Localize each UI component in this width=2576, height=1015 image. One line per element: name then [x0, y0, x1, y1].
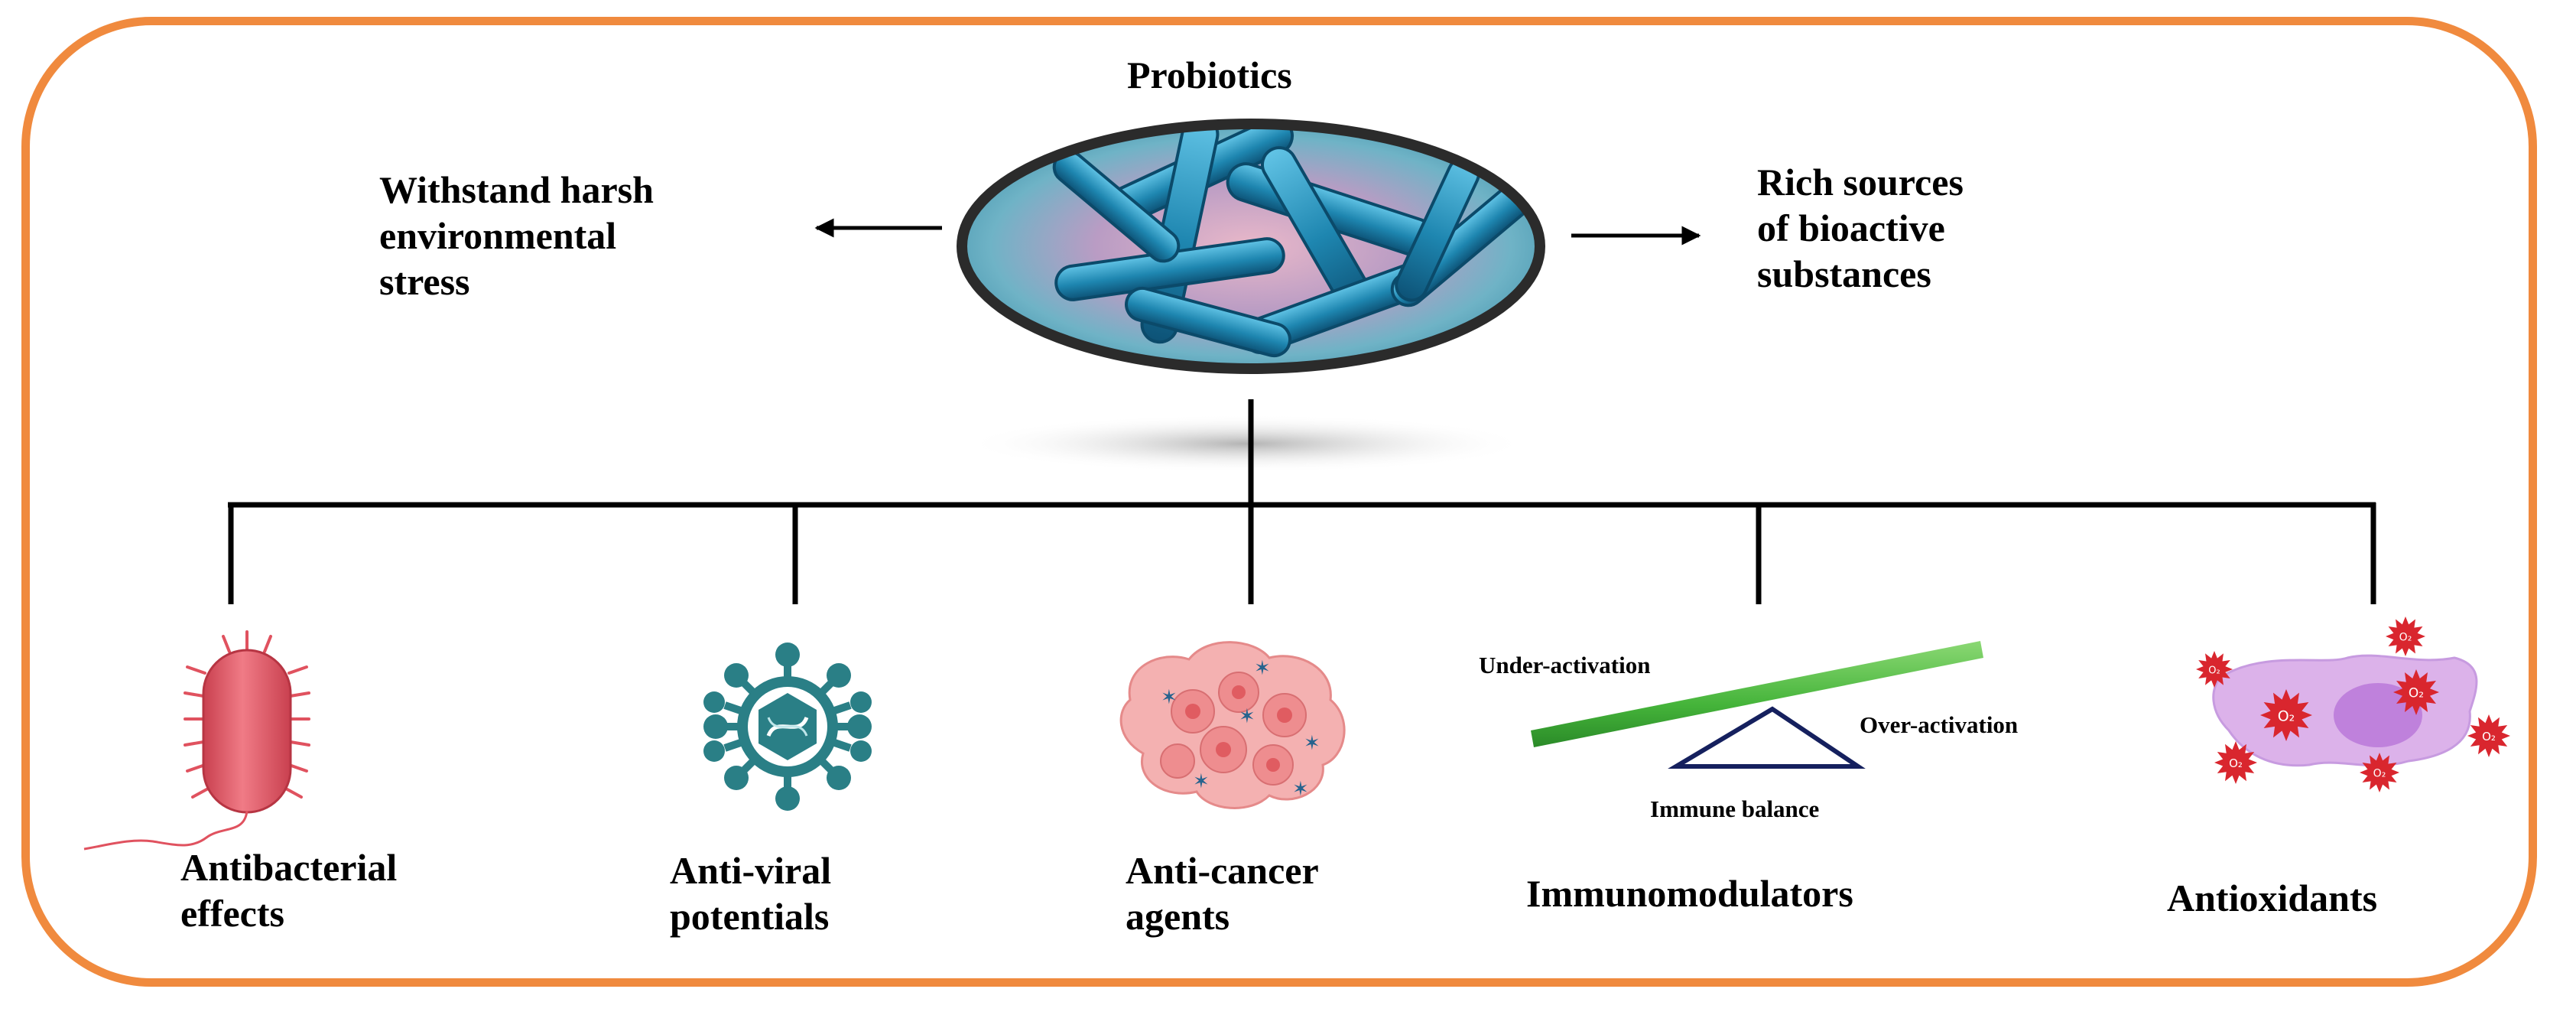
svg-text:✶: ✶: [1292, 778, 1309, 801]
svg-text:✶: ✶: [1193, 770, 1210, 793]
ros-burst-icon: [2393, 669, 2439, 715]
branch-connector: [228, 399, 2376, 604]
probiotics-lens: [957, 119, 1545, 473]
branch-label-antibacterial-1: Antibacterial: [180, 846, 398, 889]
ros-label: O₂: [2409, 686, 2424, 701]
branch-label-antiviral-1: Anti-viral: [670, 849, 832, 892]
branch-label-antioxidant: Antioxidants: [2167, 877, 2378, 919]
balance-scale-icon: [1531, 641, 1983, 769]
over-activation-label: Over-activation: [1860, 711, 2019, 738]
left-text-line-2: environmental: [379, 214, 617, 257]
ros-markers: O₂ O₂ O₂ O₂ O₂ O₂ O₂: [2196, 616, 2510, 792]
branch-label-anticancer-1: Anti-cancer: [1126, 849, 1319, 892]
ros-label: O₂: [2373, 768, 2386, 780]
ros-label: O₂: [2229, 756, 2243, 770]
lens-rim: [957, 119, 1545, 374]
bacteria-rods-icon: [1052, 124, 1531, 358]
bacterium-icon: [83, 630, 310, 851]
ros-label: O₂: [2208, 665, 2220, 676]
svg-text:✶: ✶: [1254, 657, 1271, 680]
branch-label-antibacterial-2: effects: [180, 892, 284, 935]
diagram-frame: [21, 17, 2537, 987]
ros-burst-icon: [2214, 741, 2257, 784]
ros-burst-icon: [2260, 689, 2312, 741]
scale-bar: [1531, 641, 1983, 747]
right-text-line-3: substances: [1757, 252, 1931, 295]
branch-label-antiviral-2: potentials: [670, 895, 830, 938]
ros-label: O₂: [2482, 730, 2496, 743]
left-text-line-3: stress: [379, 260, 470, 303]
virus-icon: [703, 643, 872, 811]
ros-burst-icon: [2360, 753, 2399, 792]
branch-label-immuno: Immunomodulators: [1526, 872, 1853, 915]
cancer-cells-icon: ✶ ✶ ✶ ✶ ✶ ✶: [1119, 641, 1346, 809]
under-activation-label: Under-activation: [1479, 652, 1651, 678]
lens-shadow: [963, 415, 1529, 473]
ros-burst-icon: [2386, 616, 2425, 656]
svg-text:✶: ✶: [1239, 705, 1256, 728]
svg-text:✶: ✶: [1161, 686, 1178, 709]
ros-label: O₂: [2278, 708, 2295, 724]
center-title: Probiotics: [1127, 54, 1292, 96]
scale-fulcrum: [1668, 706, 1866, 769]
ros-burst-icon: [2196, 651, 2233, 688]
immune-balance-label: Immune balance: [1650, 795, 1820, 822]
right-text-line-1: Rich sources: [1757, 161, 1964, 203]
branch-label-anticancer-2: agents: [1126, 895, 1230, 938]
left-text-line-1: Withstand harsh: [379, 168, 654, 211]
ros-label: O₂: [2399, 632, 2412, 644]
svg-text:✶: ✶: [1304, 732, 1320, 755]
right-text-line-2: of bioactive: [1757, 207, 1945, 249]
ros-burst-icon: [2467, 714, 2510, 757]
